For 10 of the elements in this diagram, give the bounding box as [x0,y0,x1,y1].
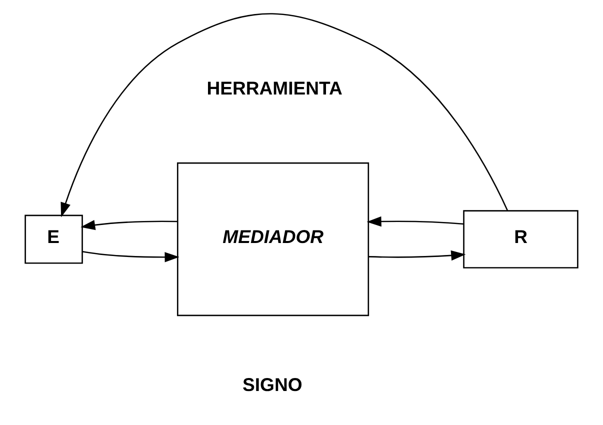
arrow [82,251,180,262]
arrow [80,220,178,230]
node-box: E [24,214,83,264]
label: HERRAMIENTA [206,77,342,98]
node-box: R [463,210,578,268]
arrow [368,250,466,261]
label: SIGNO [242,374,302,396]
arrow [366,216,464,227]
arrow [60,13,508,218]
node-box: MEDIADOR [176,162,370,316]
